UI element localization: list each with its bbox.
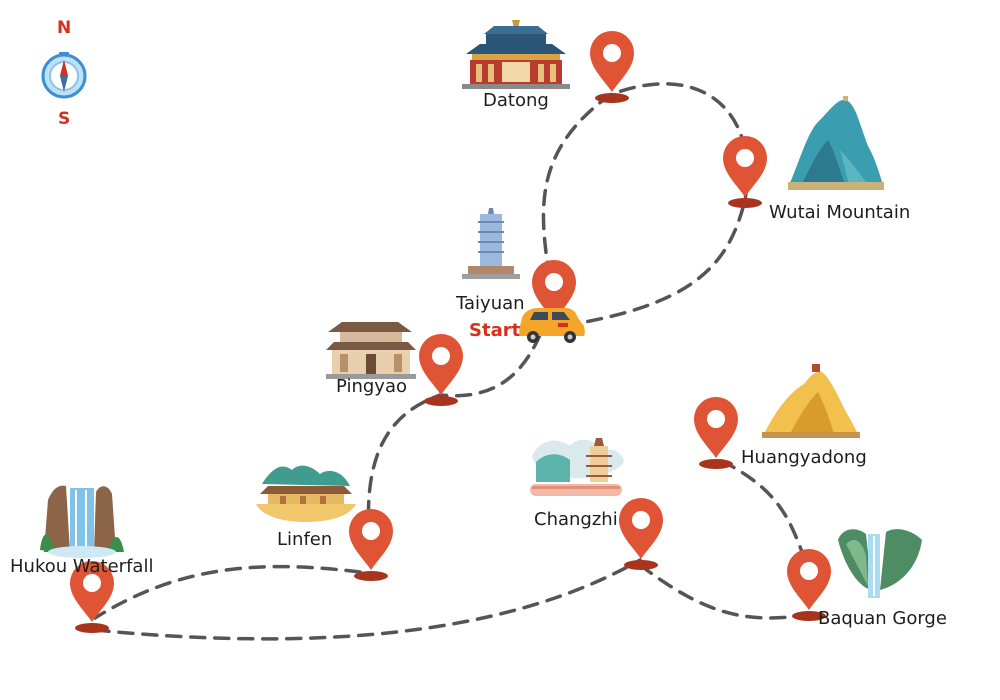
pagoda-icon — [462, 208, 520, 279]
location-label-wutai-mountain: Wutai Mountain — [769, 202, 911, 223]
compass-north-label: N — [57, 18, 72, 38]
compass-south-label: S — [58, 109, 71, 129]
waterfall-icon — [40, 485, 124, 558]
location-label-huangyadong: Huangyadong — [741, 447, 867, 468]
location-label-taiyuan: Taiyuan — [456, 293, 525, 314]
gorge-icon — [838, 529, 922, 598]
location-label-baquan-gorge: Baquan Gorge — [818, 608, 947, 629]
location-pin-datong[interactable] — [590, 31, 634, 103]
location-label-datong: Datong — [483, 90, 549, 111]
taxi-icon — [519, 308, 585, 343]
location-label-hukou-waterfall: Hukou Waterfall — [10, 556, 154, 577]
start-label: Start — [469, 320, 521, 341]
pagoda-scroll-icon — [530, 438, 624, 496]
location-label-linfen: Linfen — [277, 529, 333, 550]
location-pin-huangyadong[interactable] — [694, 397, 738, 469]
location-label-pingyao: Pingyao — [336, 376, 407, 397]
palace-icon — [462, 20, 570, 89]
mountain-peak-icon — [788, 96, 884, 190]
compass-icon — [41, 52, 87, 99]
golden-mountain-icon — [762, 364, 860, 438]
location-label-changzhi: Changzhi — [534, 509, 618, 530]
ancient-tower-icon — [326, 322, 416, 379]
gate-tower-icon — [256, 465, 356, 522]
